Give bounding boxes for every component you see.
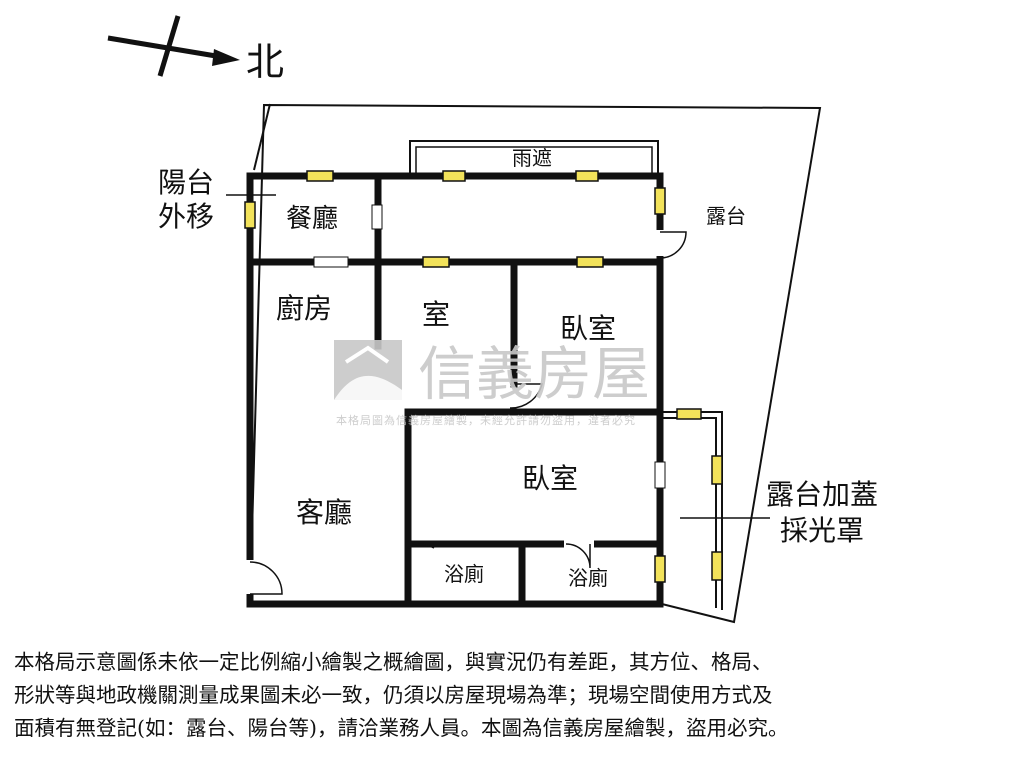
label-dining: 餐廳	[286, 204, 338, 234]
label-room: 室	[422, 298, 450, 331]
label-kitchen: 廚房	[276, 292, 332, 325]
doors	[245, 204, 687, 595]
watermark-notice: 本格局圖為信義房屋繪製，未經允許請勿盜用，違者必究	[336, 413, 636, 427]
floor-plan: 北	[107, 15, 878, 624]
label-bath-1: 浴廁	[444, 562, 484, 586]
disclaimer-line-1: 本格局示意圖係未依一定比例縮小繪製之概繪圖，與實況仍有差距，其方位、格局、	[14, 650, 773, 674]
label-balcony-1: 陽台	[158, 166, 214, 199]
label-bedroom-2: 臥室	[522, 462, 578, 495]
label-terrace-cover-2: 採光罩	[780, 514, 864, 547]
walls	[246, 172, 664, 608]
watermark: 信義房屋 本格局圖為信義房屋繪製，未經允許請勿盜用，違者必究	[334, 340, 650, 427]
label-terrace-cover-1: 露台加蓋	[766, 478, 878, 511]
disclaimer-line-3: 面積有無登記(如：露台、陽台等)，請洽業務人員。本圖為信義房屋繪製，盜用必究。	[14, 716, 789, 740]
disclaimer-line-2: 形狀等與地政機關測量成果圖未必一致，仍須以房屋現場為準；現場空間使用方式及	[14, 683, 773, 707]
label-living: 客廳	[296, 496, 352, 529]
label-bath-2: 浴廁	[568, 566, 608, 590]
north-arrow-icon	[107, 15, 240, 77]
label-terrace: 露台	[706, 204, 746, 228]
watermark-brand: 信義房屋	[418, 340, 650, 408]
label-bedroom-1: 臥室	[560, 312, 616, 345]
label-canopy: 雨遮	[512, 146, 552, 170]
label-balcony-2: 外移	[158, 200, 214, 233]
disclaimer: 本格局示意圖係未依一定比例縮小繪製之概繪圖，與實況仍有差距，其方位、格局、 形狀…	[14, 646, 1014, 745]
windows	[244, 170, 723, 583]
north-label: 北	[246, 40, 284, 84]
